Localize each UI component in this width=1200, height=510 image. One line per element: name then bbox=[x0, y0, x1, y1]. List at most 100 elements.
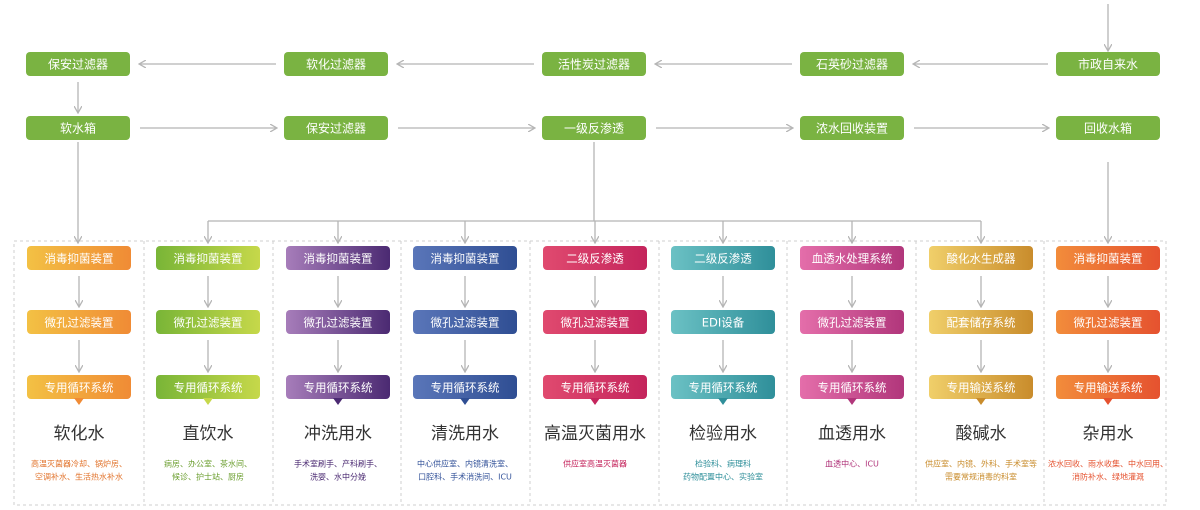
top-row1-node-4-box bbox=[1056, 52, 1160, 76]
column-7-pointer bbox=[976, 398, 986, 405]
top-row1-node-0: 保安过滤器 bbox=[26, 52, 130, 76]
top-row2-node-1-box bbox=[284, 116, 388, 140]
top-row1-node-4-label: 市政自来水 bbox=[1078, 57, 1138, 72]
column-6-step-2-box bbox=[800, 375, 904, 399]
column-6-title: 血透用水 bbox=[818, 424, 886, 444]
top-row1-node-1: 软化过滤器 bbox=[284, 52, 388, 76]
top-row2-node-4-box bbox=[1056, 116, 1160, 140]
column-8-pointer bbox=[1103, 398, 1113, 405]
column-2-step-0-box bbox=[286, 246, 390, 270]
column-0-step-1-label: 微孔过滤装置 bbox=[45, 316, 114, 330]
column-6-pointer bbox=[847, 398, 857, 405]
top-row1-node-1-label: 软化过滤器 bbox=[306, 58, 366, 72]
top-row1-node-2-box bbox=[542, 52, 646, 76]
top-row1-node-4: 市政自来水 bbox=[1056, 52, 1160, 76]
column-1-step-2-label: 专用循环系统 bbox=[174, 381, 243, 395]
column-3-desc-0: 中心供应室、内镜清洗室、 bbox=[417, 459, 513, 469]
column-1-desc-0: 病房、办公室、茶水间、 bbox=[164, 459, 252, 469]
top-row2-node-4-label: 回收水箱 bbox=[1084, 121, 1132, 136]
column-2-title: 冲洗用水 bbox=[304, 424, 372, 444]
column-2-pointer bbox=[333, 398, 343, 405]
column-7-step-2-box bbox=[929, 375, 1033, 399]
column-6-step-1-label: 微孔过滤装置 bbox=[818, 316, 887, 330]
column-0-desc-0: 高温灭菌器冷却、锅炉房、 bbox=[31, 459, 127, 469]
column-3-step-2-box bbox=[413, 375, 517, 399]
top-row1-node-0-label: 保安过滤器 bbox=[48, 57, 108, 72]
column-5-step-0-label: 二级反渗透 bbox=[694, 252, 752, 266]
column-8-step-0-box bbox=[1056, 246, 1160, 270]
top-row1-node-0-box bbox=[26, 52, 130, 76]
column-4-step-2-box bbox=[543, 375, 647, 399]
column-6-step-0-label: 血透水处理系统 bbox=[812, 252, 893, 266]
column-8-step-1-box bbox=[1056, 310, 1160, 334]
top-row2-node-1-label: 保安过滤器 bbox=[306, 121, 366, 136]
top-row1-node-3: 石英砂过滤器 bbox=[800, 52, 904, 76]
top-row1-node-2: 活性炭过滤器 bbox=[542, 52, 646, 76]
column-8: 消毒抑菌装置微孔过滤装置专用输送系统杂用水浓水回收、雨水收集、中水回用、消防补水… bbox=[1048, 246, 1168, 482]
column-4-step-1-label: 微孔过滤装置 bbox=[561, 316, 630, 330]
column-7-title: 酸碱水 bbox=[956, 424, 1007, 444]
column-3-step-0-label: 消毒抑菌装置 bbox=[431, 252, 500, 266]
column-5-title: 检验用水 bbox=[689, 424, 757, 444]
column-3-step-1-box bbox=[413, 310, 517, 334]
column-0-desc-1: 空调补水、生活热水补水 bbox=[35, 472, 123, 482]
column-7-desc-1: 需要常规消毒的科室 bbox=[945, 472, 1017, 482]
column-8-step-1-label: 微孔过滤装置 bbox=[1074, 316, 1143, 330]
column-3-title: 清洗用水 bbox=[431, 424, 499, 444]
column-7-step-1-box bbox=[929, 310, 1033, 334]
column-0-step-0-label: 消毒抑菌装置 bbox=[45, 252, 114, 266]
column-5-desc-0: 检验科、病理科 bbox=[695, 459, 751, 469]
column-8-desc-1: 消防补水、绿地灌溉 bbox=[1072, 472, 1144, 482]
column-3: 消毒抑菌装置微孔过滤装置专用循环系统清洗用水中心供应室、内镜清洗室、口腔科、手术… bbox=[413, 246, 517, 482]
column-0-step-1-box bbox=[27, 310, 131, 334]
column-5-step-0-box bbox=[671, 246, 775, 270]
column-4-desc-0: 供应室高温灭菌器 bbox=[563, 459, 627, 469]
column-1-step-0-box bbox=[156, 246, 260, 270]
column-1-step-1-label: 微孔过滤装置 bbox=[174, 316, 243, 330]
column-1-step-2-box bbox=[156, 375, 260, 399]
column-0-step-2-box bbox=[27, 375, 131, 399]
column-0-step-2-label: 专用循环系统 bbox=[45, 381, 114, 395]
top-row2-node-0: 软水箱 bbox=[26, 116, 130, 140]
column-6-step-0-box bbox=[800, 246, 904, 270]
columns-frame bbox=[13, 240, 1167, 506]
column-1: 消毒抑菌装置微孔过滤装置专用循环系统直饮水病房、办公室、茶水间、候诊、护士站、厨… bbox=[156, 246, 260, 482]
column-3-step-2-label: 专用循环系统 bbox=[431, 381, 500, 395]
top-row2-node-2-box bbox=[542, 116, 646, 140]
top-row1-node-2-label: 活性炭过滤器 bbox=[558, 58, 630, 72]
column-7-step-0-box bbox=[929, 246, 1033, 270]
column-4-step-1-box bbox=[543, 310, 647, 334]
column-1-pointer bbox=[203, 398, 213, 405]
top-row2-node-1: 保安过滤器 bbox=[284, 116, 388, 140]
top-row2-node-4: 回收水箱 bbox=[1056, 116, 1160, 140]
column-5-pointer bbox=[718, 398, 728, 405]
column-5-step-2-label: 专用循环系统 bbox=[689, 381, 758, 395]
column-5-step-1-box bbox=[671, 310, 775, 334]
column-7-step-0-label: 酸化水生成器 bbox=[947, 252, 1016, 266]
column-2-step-2-label: 专用循环系统 bbox=[304, 381, 373, 395]
column-2-step-2-box bbox=[286, 375, 390, 399]
top-row2-node-3-label: 浓水回收装置 bbox=[816, 122, 888, 136]
top-row1-node-3-box bbox=[800, 52, 904, 76]
column-7-step-2-label: 专用输送系统 bbox=[947, 381, 1016, 395]
top-row2-node-0-box bbox=[26, 116, 130, 140]
top-row1-node-3-label: 石英砂过滤器 bbox=[816, 58, 888, 72]
column-1-step-1-box bbox=[156, 310, 260, 334]
column-4-pointer bbox=[590, 398, 600, 405]
column-2-step-1-box bbox=[286, 310, 390, 334]
column-8-desc-0: 浓水回收、雨水收集、中水回用、 bbox=[1048, 459, 1168, 469]
column-0-title: 软化水 bbox=[54, 424, 105, 444]
column-3-step-1-label: 微孔过滤装置 bbox=[431, 316, 500, 330]
column-5-step-1-label: EDI设备 bbox=[702, 316, 745, 330]
column-2-step-0-label: 消毒抑菌装置 bbox=[304, 252, 373, 266]
column-6-step-2-label: 专用循环系统 bbox=[818, 381, 887, 395]
top-row1-node-1-box bbox=[284, 52, 388, 76]
column-4-title: 高温灭菌用水 bbox=[544, 424, 646, 444]
column-1-step-0-label: 消毒抑菌装置 bbox=[174, 252, 243, 266]
column-7-step-1-label: 配套储存系统 bbox=[947, 316, 1016, 330]
column-8-step-2-box bbox=[1056, 375, 1160, 399]
